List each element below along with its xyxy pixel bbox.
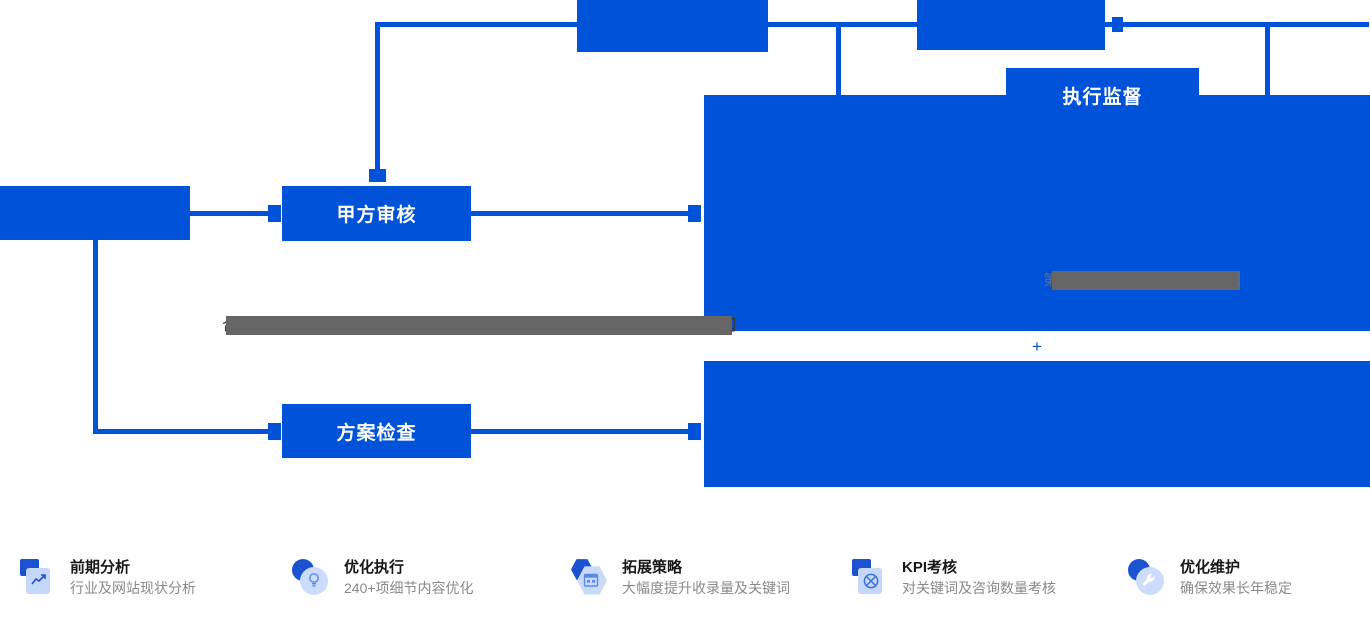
connector-left-to-review xyxy=(190,211,280,216)
arrowhead-right-rail xyxy=(1112,17,1123,32)
redacted-left-prefix: 合 xyxy=(222,316,229,336)
feature-title: 优化执行 xyxy=(344,558,405,576)
feature-item-analysis[interactable]: 前期分析 行业及网站现状分析 xyxy=(0,558,280,598)
feature-subtitle: 对关键词及咨询数量考核 xyxy=(902,579,1056,596)
arrowhead-check-left xyxy=(268,423,281,440)
right-lower-panel[interactable] xyxy=(704,361,1370,487)
expand-plus-icon[interactable]: + xyxy=(1032,337,1042,356)
calendar-hex-icon xyxy=(570,558,610,598)
feature-strip: 前期分析 行业及网站现状分析 优化执行 240+项细节内容优化 xyxy=(0,536,1370,619)
feature-item-strategy[interactable]: 拓展策略 大幅度提升收录量及关键词 xyxy=(560,558,840,598)
redacted-right-prefix: 第 xyxy=(1043,272,1054,289)
connector-down-to-check xyxy=(93,429,281,434)
feature-subtitle: 大幅度提升收录量及关键词 xyxy=(622,579,790,596)
top-right-block[interactable] xyxy=(917,0,1105,50)
arrowhead-panel-left xyxy=(688,205,701,222)
connector-top-rail xyxy=(375,22,1369,27)
lightbulb-circle-icon xyxy=(292,558,332,598)
supervision-block[interactable]: 执行监督 xyxy=(1006,68,1199,122)
top-left-block[interactable] xyxy=(577,0,768,52)
connector-right-drop xyxy=(1265,22,1270,95)
redacted-left-bar xyxy=(226,316,732,335)
feature-subtitle: 240+项细节内容优化 xyxy=(344,579,474,596)
check-block[interactable]: 方案检查 xyxy=(282,404,471,458)
feature-title: 拓展策略 xyxy=(622,558,683,576)
feature-subtitle: 行业及网站现状分析 xyxy=(70,579,196,596)
connector-mid-drop xyxy=(836,22,841,95)
feature-title: 优化维护 xyxy=(1180,558,1241,576)
feature-subtitle: 确保效果长年稳定 xyxy=(1180,579,1292,596)
review-block[interactable]: 甲方审核 xyxy=(282,186,471,241)
chart-square-icon xyxy=(18,558,58,598)
connector-check-to-panel xyxy=(470,429,700,434)
connector-top-to-review xyxy=(375,22,380,172)
target-square-icon xyxy=(850,558,890,598)
feature-title: KPI考核 xyxy=(902,558,958,576)
feature-item-maintenance[interactable]: 优化维护 确保效果长年稳定 xyxy=(1118,558,1370,598)
feature-title: 前期分析 xyxy=(70,558,131,576)
left-edge-block[interactable] xyxy=(0,186,190,240)
wrench-circle-icon xyxy=(1128,558,1168,598)
redacted-right-suffix: 】 xyxy=(1235,271,1245,291)
arrowhead-review-top xyxy=(369,169,386,182)
right-upper-panel[interactable] xyxy=(704,95,1370,331)
feature-item-execution[interactable]: 优化执行 240+项细节内容优化 xyxy=(280,558,560,598)
feature-item-kpi[interactable]: KPI考核 对关键词及咨询数量考核 xyxy=(840,558,1118,598)
redacted-right-bar xyxy=(1052,271,1240,290)
connector-review-to-panel xyxy=(470,211,700,216)
arrowhead-review-left xyxy=(268,205,281,222)
arrowhead-lower-panel-left xyxy=(688,423,701,440)
redacted-left-suffix: 】 xyxy=(730,316,740,336)
connector-left-down xyxy=(93,240,98,434)
